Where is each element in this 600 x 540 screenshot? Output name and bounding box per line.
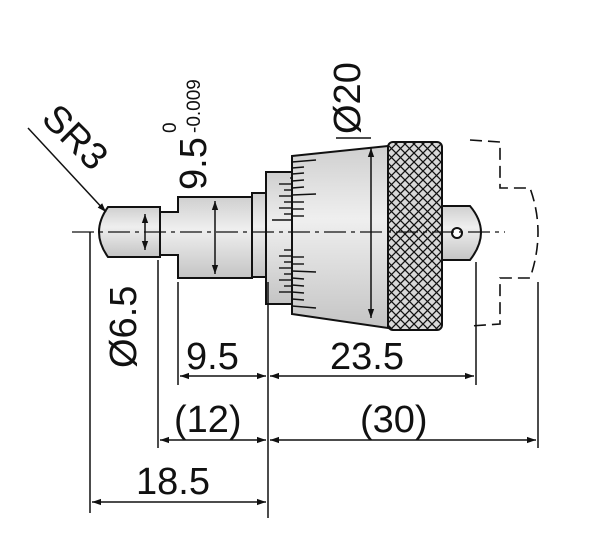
thimble (291, 144, 389, 330)
phantom-outline (469, 139, 539, 327)
label-sleeve-length-ref: (12) (174, 399, 242, 441)
barrel-graduations (272, 177, 292, 293)
label-thimble-diameter: Ø20 (327, 62, 369, 134)
thimble-graduations (291, 159, 317, 309)
svg-text:9.5: 9.5 (173, 137, 215, 190)
label-overall-length: 18.5 (136, 461, 210, 503)
svg-text:-0.009: -0.009 (184, 79, 205, 133)
label-sleeve-length: 9.5 (186, 336, 239, 378)
svg-text:0: 0 (160, 122, 181, 133)
label-spherical-radius: SR3 (34, 97, 116, 179)
barrel (265, 171, 293, 305)
knurled-ratchet (387, 141, 443, 331)
clamp-sleeve (159, 196, 253, 279)
sleeve-step (251, 192, 267, 278)
dimension-lines (27, 127, 539, 518)
label-sleeve-diameter: 9.5 0 -0.009 (160, 79, 215, 190)
stem-hole (451, 227, 463, 239)
micrometer-body (98, 141, 482, 331)
label-body-length-ref: (30) (360, 399, 428, 441)
label-spindle-diameter: Ø6.5 (103, 286, 145, 368)
label-body-length: 23.5 (330, 336, 404, 378)
